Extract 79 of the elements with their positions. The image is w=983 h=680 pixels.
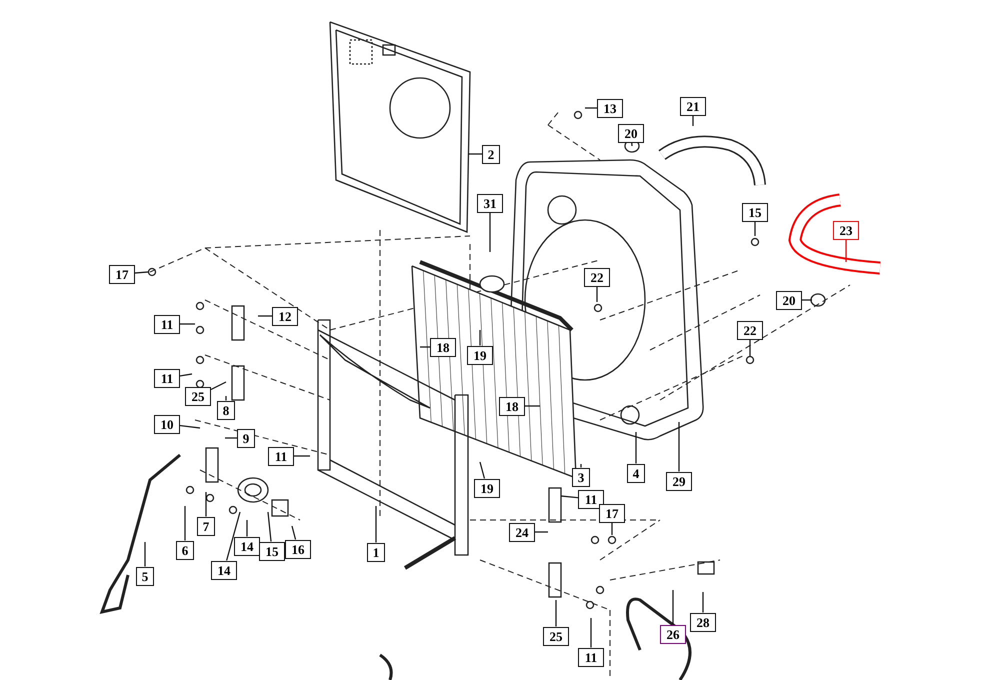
leader-line (267, 512, 272, 542)
callout-number: 16 (285, 540, 311, 558)
leader-line (180, 424, 200, 429)
callout-number: 14 (234, 536, 260, 556)
leader-line (611, 522, 613, 535)
leader-line (210, 381, 226, 390)
leader-line (525, 405, 540, 407)
callout-number: 25 (543, 626, 569, 646)
callout-number: 18 (499, 396, 525, 416)
callout-number: 5 (136, 566, 154, 586)
callout-number: 8 (217, 400, 235, 420)
leader-line (702, 592, 704, 612)
callout-number: 1 (367, 542, 385, 562)
leader-line (180, 373, 192, 377)
callout-number: 20 (618, 124, 644, 142)
callout-number: 25 (185, 386, 211, 406)
leader-line (246, 520, 248, 536)
leader-line (845, 240, 847, 262)
callout-number: 11 (578, 648, 604, 666)
callout-number: 22 (737, 320, 763, 340)
callout-number: 22 (584, 268, 610, 286)
leader-line (754, 222, 756, 236)
callout-number: 11 (578, 490, 604, 508)
leader-line (184, 506, 186, 540)
callout-number: 3 (572, 468, 590, 486)
leader-line (375, 506, 377, 542)
callout-number: 23 (833, 220, 859, 240)
leader-line (749, 340, 751, 356)
callout-number: 24 (509, 522, 535, 542)
callout-number: 7 (197, 516, 215, 536)
leader-line (590, 618, 592, 648)
callout-number: 17 (599, 504, 625, 522)
leader-line (678, 422, 680, 472)
callout-number: 6 (176, 540, 194, 560)
callout-number: 9 (237, 428, 255, 448)
callout-number: 26 (660, 624, 686, 644)
leader-line (468, 153, 482, 155)
leader-line (420, 346, 430, 348)
leader-line (479, 462, 486, 479)
leader-line (555, 600, 557, 626)
callout-number: 15 (259, 542, 285, 560)
callout-number: 17 (109, 264, 135, 284)
callout-number: 11 (154, 314, 180, 334)
leader-line (560, 495, 578, 498)
callout-number: 19 (474, 478, 500, 498)
leader-line (635, 432, 637, 464)
leader-line (291, 526, 296, 540)
callout-number: 10 (154, 414, 180, 434)
callout-number: 12 (272, 306, 298, 326)
leader-line (585, 107, 597, 109)
leader-line (672, 590, 674, 624)
leader-line (596, 286, 598, 302)
leader-line (535, 531, 548, 533)
callout-number: 11 (268, 446, 294, 466)
leader-line (180, 323, 195, 325)
leader-line (225, 437, 237, 439)
leader-line (205, 492, 207, 516)
leader-line (692, 116, 694, 126)
callout-number: 14 (211, 560, 237, 580)
callout-number: 2 (482, 144, 500, 164)
callout-number: 4 (627, 464, 645, 482)
callout-number: 28 (690, 612, 716, 632)
callout-number: 21 (680, 96, 706, 116)
leader-line (294, 455, 310, 457)
leader-line (479, 330, 481, 346)
callout-number: 18 (430, 338, 456, 356)
leader-line (802, 299, 812, 301)
callout-number: 29 (666, 472, 692, 490)
callout-number: 19 (467, 346, 493, 364)
leader-line (489, 212, 491, 252)
callout-number: 15 (742, 202, 768, 222)
callout-number: 11 (154, 368, 180, 388)
leader-line (144, 542, 146, 566)
callout-number: 31 (477, 194, 503, 212)
leader-line (226, 512, 241, 561)
leader-line (134, 271, 148, 274)
leader-line (258, 315, 272, 317)
callout-number: 13 (597, 98, 623, 118)
callout-number: 20 (776, 290, 802, 310)
